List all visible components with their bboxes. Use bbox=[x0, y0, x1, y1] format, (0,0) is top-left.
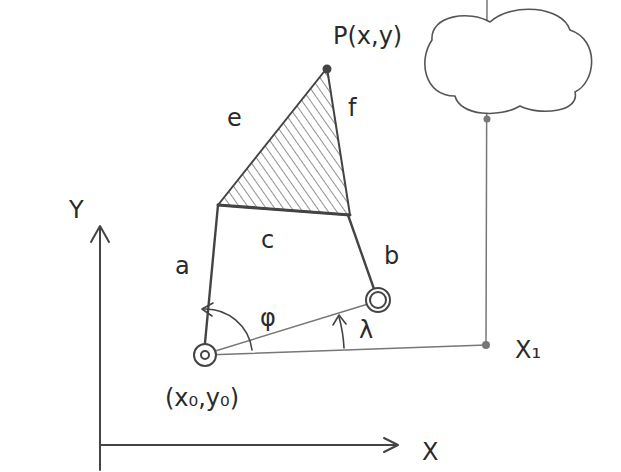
pivot-joint bbox=[366, 288, 390, 312]
part-label: Y bbox=[69, 198, 84, 222]
part-label: e bbox=[227, 106, 242, 130]
part-label: b bbox=[384, 244, 399, 268]
part-label: c bbox=[261, 228, 274, 252]
part-label: (x₀,y₀) bbox=[165, 386, 239, 410]
ground-line bbox=[205, 345, 486, 355]
pivot-joint bbox=[201, 351, 209, 359]
link-b bbox=[348, 215, 374, 289]
cloud-shape bbox=[425, 9, 592, 113]
part-label: λ bbox=[359, 318, 373, 342]
coupler-triangle bbox=[218, 68, 350, 215]
x-axis bbox=[100, 444, 396, 446]
pivot-joint bbox=[194, 344, 216, 366]
part-label: a bbox=[175, 254, 190, 278]
y-axis bbox=[99, 228, 101, 470]
y-axis-arrow bbox=[91, 226, 109, 242]
part-label: P(x,y) bbox=[333, 24, 402, 48]
point-marker bbox=[483, 342, 489, 348]
part-label: X bbox=[422, 440, 438, 464]
part-label: φ bbox=[260, 306, 276, 330]
x-axis-arrow bbox=[384, 438, 398, 452]
point-p bbox=[324, 66, 331, 73]
base-link bbox=[212, 304, 368, 352]
angle-arrow bbox=[202, 303, 213, 316]
pivot-joint bbox=[370, 292, 386, 308]
part-label: f bbox=[348, 96, 356, 120]
point-marker bbox=[485, 117, 490, 122]
link-c bbox=[218, 205, 350, 215]
angle-arrow bbox=[333, 315, 346, 325]
part-label: X₁ bbox=[515, 338, 541, 362]
link-a bbox=[205, 205, 218, 343]
